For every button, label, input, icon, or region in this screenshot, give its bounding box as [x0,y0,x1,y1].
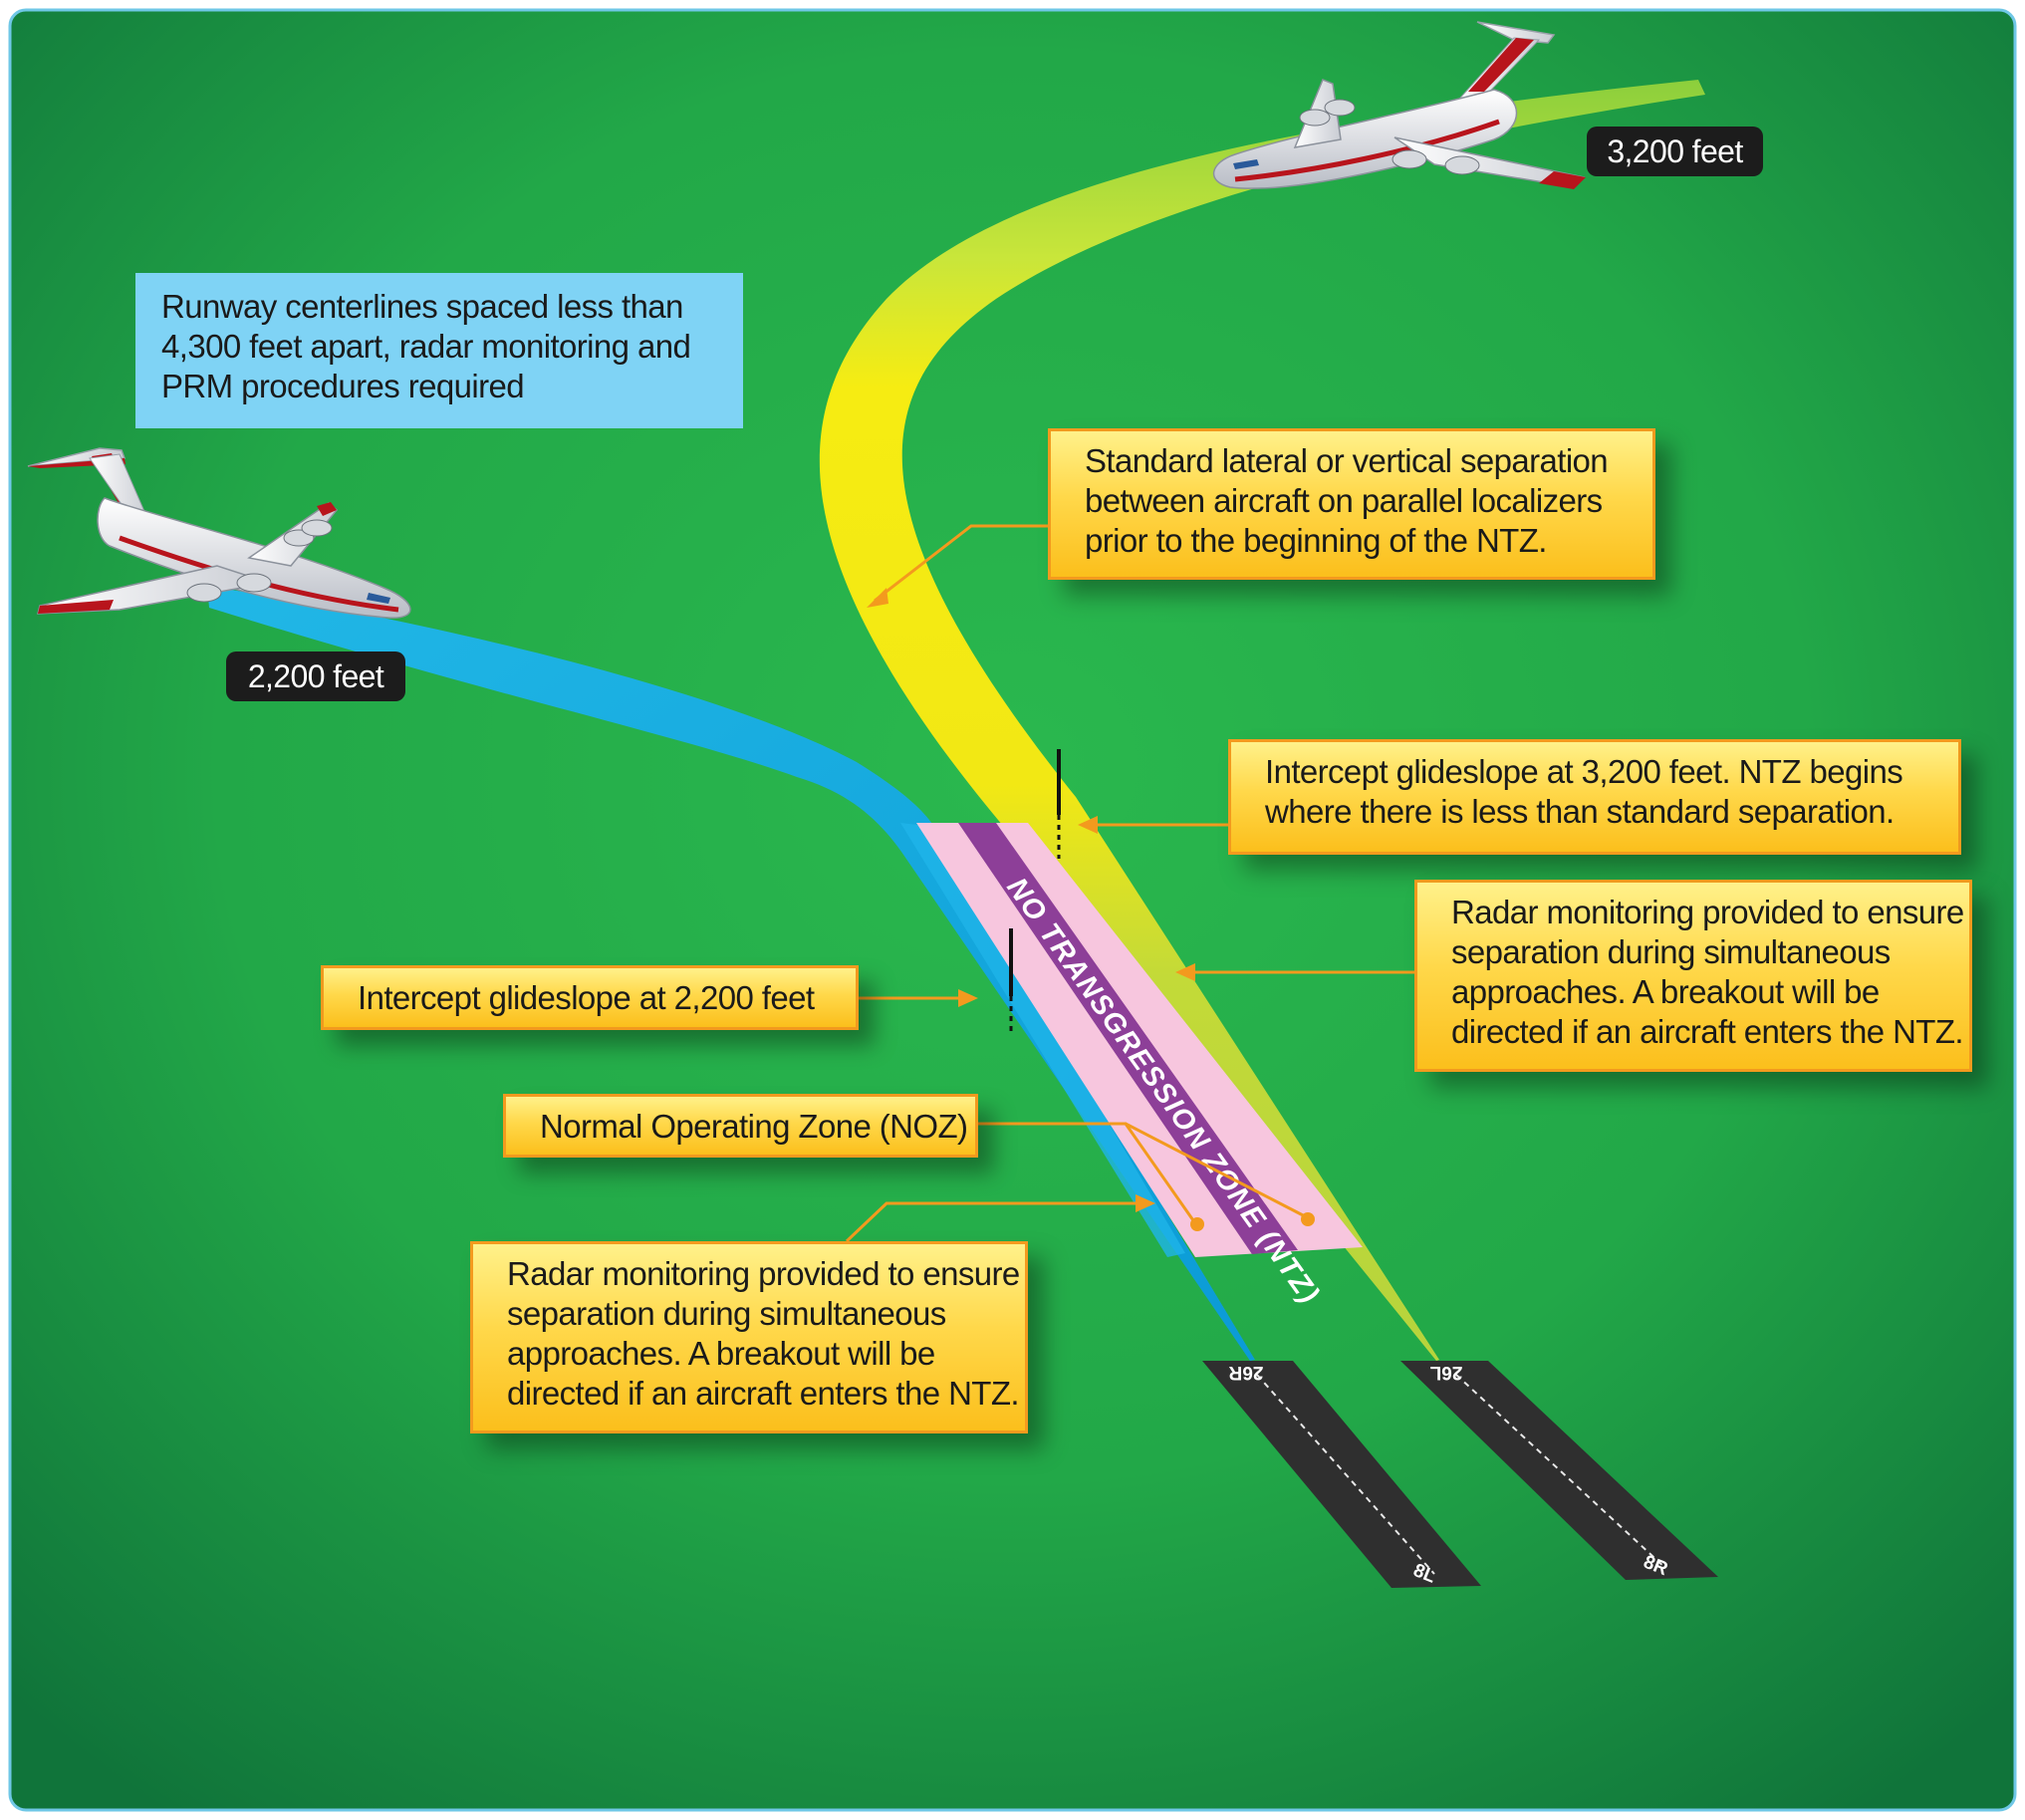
leader-noz-b [1125,1122,1308,1219]
callout-line: Intercept glideslope at 2,200 feet [358,979,815,1016]
callout-radar-left: Radar monitoring provided to ensure sepa… [470,1241,1028,1433]
callout-line: Radar monitoring provided to ensure [507,1255,1020,1292]
callout-line: directed if an aircraft enters the NTZ. [507,1375,1020,1412]
info-line-3: PRM procedures required [161,368,525,404]
callout-line: Intercept glideslope at 3,200 feet. NTZ … [1265,753,1903,790]
callout-line: separation during simultaneous [1451,933,1891,970]
callout-line: Normal Operating Zone (NOZ) [540,1108,968,1145]
callout-line: separation during simultaneous [507,1295,946,1332]
info-line-2: 4,300 feet apart, radar monitoring and [161,328,691,365]
info-line-1: Runway centerlines spaced less than [161,288,683,325]
runway-26l-label: 26L [1429,1362,1462,1383]
ntz-band [958,823,1298,1254]
runway-right: 26L 8R [1400,1361,1718,1580]
runway-26r-label: 26R [1228,1362,1263,1383]
noz-marker-right [1301,1212,1315,1226]
altitude-label-left: 2,200 feet [226,651,405,701]
noz-left-strip [900,823,1185,1257]
info-box: Runway centerlines spaced less than 4,30… [135,273,743,428]
callout-line: Standard lateral or vertical separation [1085,442,1609,479]
aircraft-right-icon [1212,21,1586,189]
leader-radar-left [845,1201,1145,1243]
callout-intercept-2200: Intercept glideslope at 2,200 feet [321,965,859,1030]
callout-line: where there is less than standard separa… [1265,793,1895,830]
callout-line: Radar monitoring provided to ensure [1451,894,1964,930]
right-approach-path [819,80,1705,1361]
callout-standard-separation: Standard lateral or vertical separation … [1048,428,1655,580]
altitude-label-right: 3,200 feet [1587,127,1763,176]
callout-line: approaches. A breakout will be [507,1335,935,1372]
leader-standard-separation [874,524,1048,603]
callout-line: between aircraft on parallel localizers [1085,482,1603,519]
leader-lines [845,524,1414,1243]
noz-marker-left [1190,1217,1204,1231]
callout-line: prior to the beginning of the NTZ. [1085,522,1547,559]
aircraft-left-icon [27,447,411,619]
runway-left: 26R 8L [1202,1361,1481,1588]
callout-noz: Normal Operating Zone (NOZ) [503,1094,978,1158]
callout-intercept-3200: Intercept glideslope at 3,200 feet. NTZ … [1228,739,1961,855]
callout-line: approaches. A breakout will be [1451,973,1880,1010]
left-approach-path [207,586,1255,1361]
callout-radar-right: Radar monitoring provided to ensure sepa… [1414,880,1972,1072]
callout-line: directed if an aircraft enters the NTZ. [1451,1013,1964,1050]
